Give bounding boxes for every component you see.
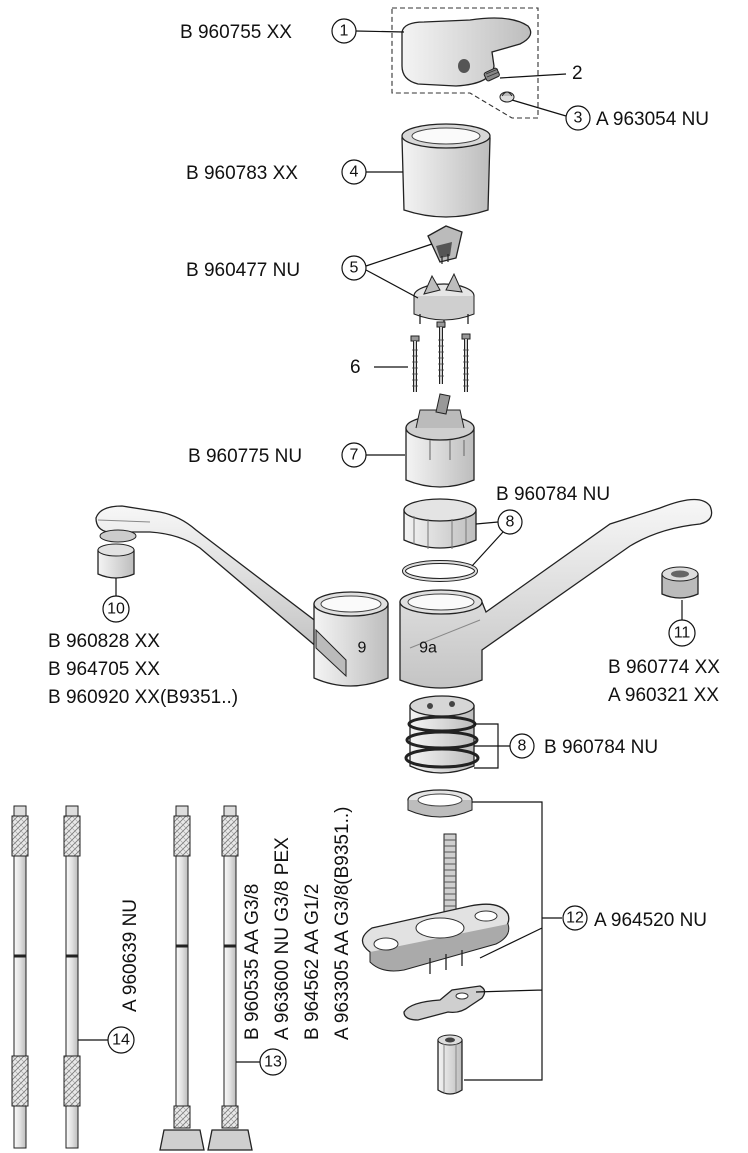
spout-left	[95, 505, 331, 649]
callout-8a: 8	[506, 514, 515, 531]
hose-14-left	[11, 805, 29, 1149]
callout-14: 14	[112, 1032, 130, 1049]
callout-9a: 9a	[419, 640, 437, 657]
part-10-code-3: B 960920 XX(B9351..)	[48, 687, 238, 708]
part-3-code: A 963054 NU	[596, 109, 709, 130]
dashed-group-outline	[391, 7, 539, 119]
spout-right	[399, 498, 713, 689]
part-11-code-2: A 960321 XX	[608, 685, 719, 706]
leader-12	[464, 801, 562, 1081]
callout-1: 1	[340, 23, 349, 40]
callout-8b: 8	[518, 738, 527, 755]
handle-group	[391, 7, 539, 119]
callout-10: 10	[107, 601, 125, 618]
guide-clip	[413, 272, 475, 328]
callout-13: 13	[264, 1054, 282, 1071]
leader-1	[355, 30, 405, 33]
hose-pair-14	[11, 805, 81, 1149]
handle-lever	[401, 17, 532, 87]
aerator	[97, 543, 135, 579]
cap-plug	[499, 91, 515, 103]
clamp-bracket	[403, 985, 486, 1021]
callout-5-circle	[341, 255, 367, 281]
leader-8a	[471, 521, 504, 567]
part-12-code: A 964520 NU	[594, 910, 707, 931]
aerator-right	[661, 566, 699, 599]
callout-9: 9	[358, 640, 367, 657]
callout-4: 4	[350, 164, 359, 181]
part-8b-code: B 960784 NU	[544, 737, 658, 758]
hose-13-left	[159, 805, 205, 1151]
body-insert	[404, 695, 480, 774]
callout-11: 11	[674, 625, 691, 642]
leader-3	[511, 99, 567, 117]
cartridge-screws	[410, 321, 471, 392]
leader-2	[499, 73, 567, 79]
part-13-code-2: A 963600 NU G3/8 PEX	[272, 837, 293, 1040]
part-10-code-1: B 960828 XX	[48, 631, 160, 652]
callout-2: 2	[572, 63, 583, 84]
part-4-code: B 960783 XX	[186, 163, 298, 184]
callout-12: 12	[566, 910, 584, 927]
part-13-code-3: B 964562 AA G1/2	[302, 884, 323, 1040]
lever-adapter	[427, 225, 463, 264]
part-8a-code: B 960784 NU	[496, 484, 610, 505]
hose-14-right	[63, 805, 81, 1149]
spout-body-9	[313, 591, 389, 687]
hose-13-right	[207, 805, 253, 1151]
base-washer	[407, 789, 473, 818]
handle-screw-hole	[458, 59, 470, 73]
part-1-code: B 960755 XX	[180, 22, 292, 43]
cover-sleeve	[401, 123, 491, 218]
part-11-code-1: B 960774 XX	[608, 657, 720, 678]
leader-5	[365, 243, 433, 299]
hex-nut-long	[437, 1034, 463, 1095]
callout-8b-circle	[509, 733, 535, 759]
callout-3: 3	[574, 110, 583, 127]
part-7-code: B 960775 NU	[188, 446, 302, 467]
callout-3-circle	[565, 105, 591, 131]
callout-12-circle	[562, 905, 588, 931]
leader-8b	[474, 723, 510, 769]
mounting-plate	[361, 903, 510, 974]
o-ring	[402, 560, 478, 582]
part-10-code-2: B 964705 XX	[48, 659, 160, 680]
callout-5: 5	[350, 260, 359, 277]
grub-screw	[483, 67, 500, 82]
part-13-code-1: B 960535 AA G3/8	[242, 884, 263, 1040]
cartridge-nut	[403, 498, 477, 549]
callout-14-circle	[107, 1026, 135, 1054]
hose-pair-13	[159, 805, 253, 1151]
callout-7: 7	[350, 447, 359, 464]
ceramic-cartridge	[405, 393, 475, 488]
part-13-code-4: A 963305 AA G3/8(B9351..)	[332, 807, 353, 1040]
part-14-code: A 960639 NU	[120, 899, 141, 1012]
callout-6: 6	[350, 357, 361, 378]
callout-13-circle	[259, 1048, 287, 1076]
part-5-code: B 960477 NU	[186, 260, 300, 281]
